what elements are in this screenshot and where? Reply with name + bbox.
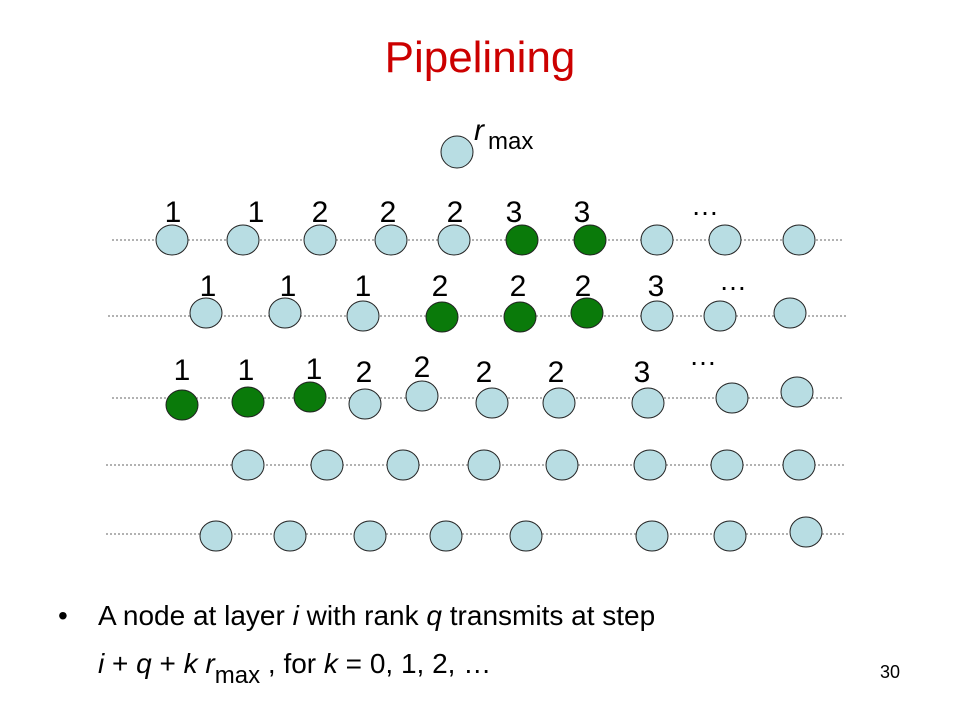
node [545,449,579,481]
bullet-text-part: transmits at step [442,600,656,631]
rank-label: 2 [575,270,592,303]
node [773,297,807,329]
var-q: q [136,648,152,679]
var-i: i [98,648,105,679]
node [715,382,749,414]
rank-label: 1 [174,354,191,387]
root-label-subscript: max [488,128,533,155]
rank-label: 3 [506,196,523,229]
node [231,449,265,481]
node [273,520,307,552]
bullet-dot-icon: • [58,600,68,631]
ellipsis-label: … [691,190,719,221]
var-k: k [183,648,198,679]
node [353,520,387,552]
node [633,449,667,481]
rank-label: 1 [165,196,182,229]
active-node [293,381,327,413]
node [199,520,233,552]
subscript-max: max [214,662,261,689]
rank-label: 2 [312,196,329,229]
node [782,449,816,481]
ellipsis-label: … [719,265,747,296]
node [348,388,382,420]
node [780,376,814,408]
rank-label: 2 [414,351,431,384]
node [713,520,747,552]
active-node [505,224,539,256]
bullet-text-part: A node at layer [98,600,293,631]
rank-label: 1 [280,270,297,303]
bullet-text-part: + [104,648,137,679]
root-node [440,135,474,169]
active-node [570,297,604,329]
rank-label: 2 [476,356,493,389]
var-r: r [197,648,215,679]
node [374,224,408,256]
bullet-line-1: A node at layer i with rank q transmits … [98,592,878,640]
node [635,520,669,552]
node [708,224,742,256]
rank-label: 2 [447,196,464,229]
var-k: k [323,648,338,679]
active-node [425,301,459,333]
node [386,449,420,481]
rank-label: 2 [432,270,449,303]
node [475,387,509,419]
active-node [503,301,537,333]
node [467,449,501,481]
bullet-text-part: , for [260,648,324,679]
page-number: 30 [880,662,901,682]
node [631,387,665,419]
node [346,300,380,332]
node [703,300,737,332]
rank-label: 1 [200,270,217,303]
node [226,224,260,256]
rank-label: 3 [634,356,651,389]
bullet-text-part: = 0, 1, 2, … [337,648,492,679]
var-q: q [426,600,442,631]
rank-label: 3 [648,270,665,303]
bullet-text-part: + [151,648,184,679]
node [782,224,816,256]
bullet-line-2: i + q + k rmax , for k = 0, 1, 2, … [98,640,878,690]
active-node [573,224,607,256]
node [268,297,302,329]
var-i: i [292,600,299,631]
node [429,520,463,552]
node [303,224,337,256]
node [542,387,576,419]
node [310,449,344,481]
rank-label: 2 [510,270,527,303]
node [405,380,439,412]
rank-label: 2 [548,356,565,389]
node [437,224,471,256]
rank-label: 1 [238,354,255,387]
rank-label: 2 [356,356,373,389]
node [640,300,674,332]
node [189,297,223,329]
rank-label: 3 [574,196,591,229]
node [789,516,823,548]
rank-label: 1 [306,353,323,386]
active-node [165,389,199,421]
bullet-text: • A node at layer i with rank q transmit… [58,592,878,690]
node [640,224,674,256]
node [509,520,543,552]
node [155,224,189,256]
ellipsis-label: … [689,340,717,371]
root-label: r [474,114,485,147]
rank-label: 2 [380,196,397,229]
rank-label: 1 [355,270,372,303]
node [710,449,744,481]
slide-title: Pipelining [384,33,576,82]
active-node [231,386,265,418]
rank-label: 1 [248,196,265,229]
bullet-text-part: with rank [298,600,427,631]
